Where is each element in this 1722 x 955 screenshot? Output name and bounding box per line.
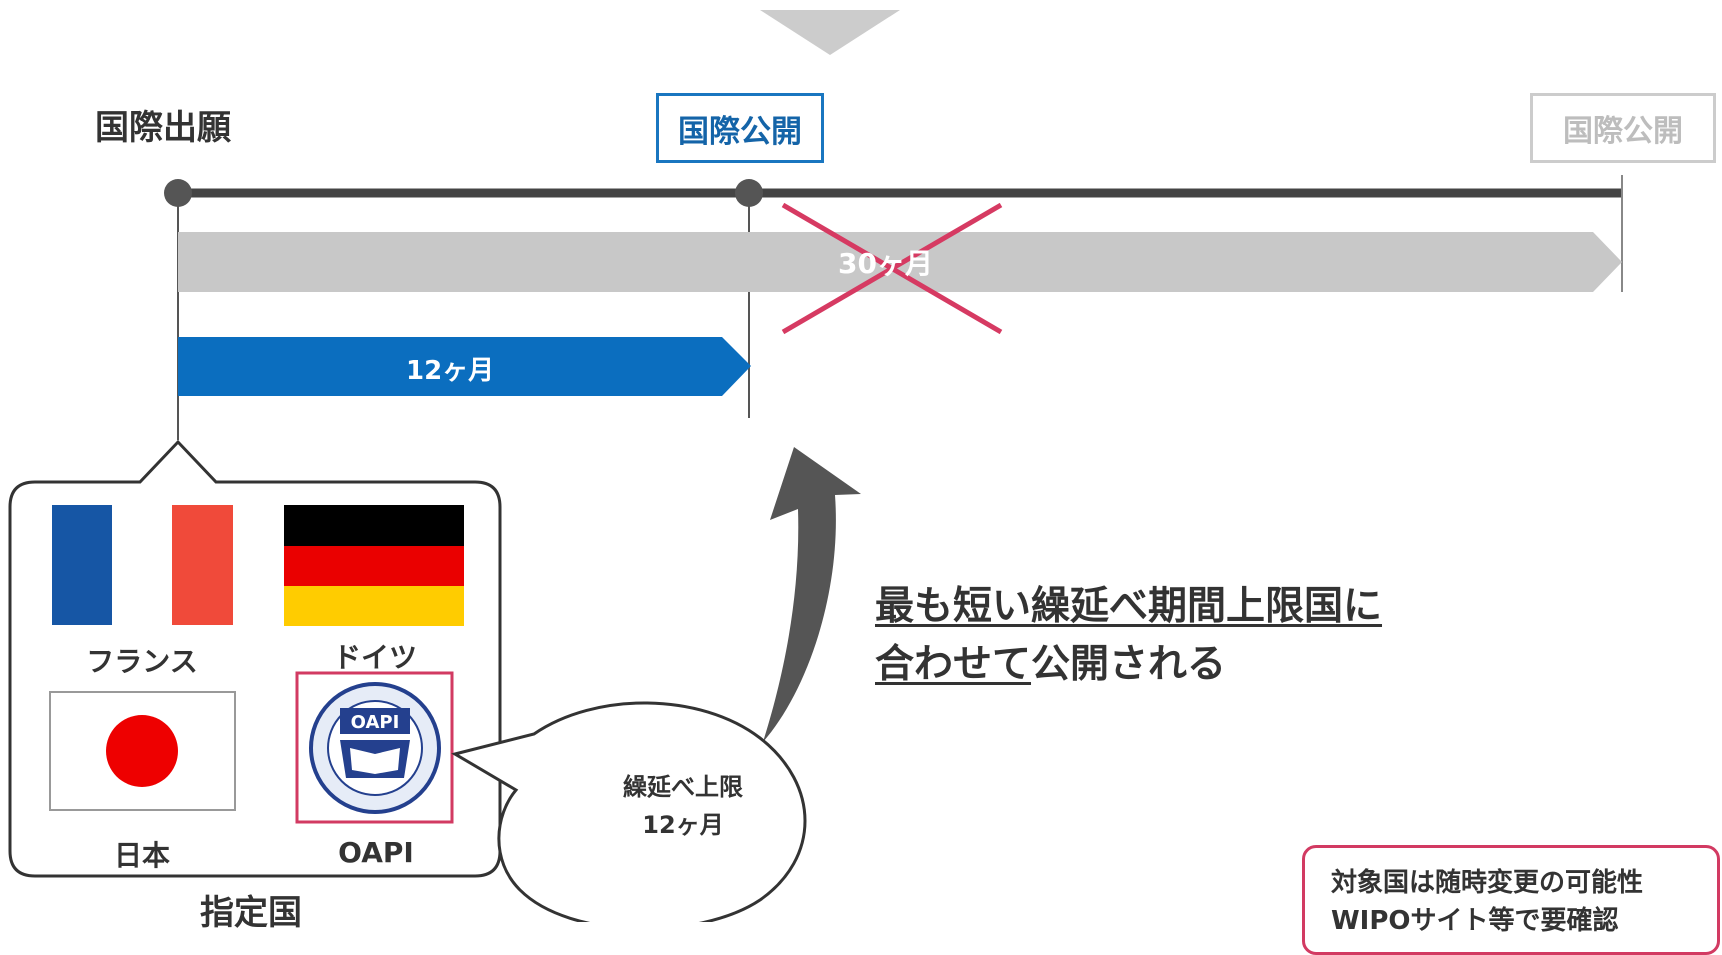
timeline-diagram — [8, 10, 1623, 922]
germany-flag — [284, 505, 464, 626]
oapi-emblem: OAPI — [309, 682, 441, 814]
curved-arrow — [763, 447, 861, 742]
country-name-oapi: OAPI — [338, 836, 414, 869]
note-line1: 最も短い繰延べ期間上限国に — [875, 584, 1383, 629]
japan-flag — [49, 691, 236, 811]
original-publication-label: 国際公開 — [1563, 114, 1683, 149]
publication-point — [735, 179, 763, 207]
deferral-limit-callout: 繰延べ上限 12ヶ月 — [578, 768, 788, 844]
oapi-logo-text: OAPI — [351, 712, 400, 733]
warning-note-box: 対象国は随時変更の可能性 WIPOサイト等で要確認 — [1302, 845, 1720, 955]
note-line2-rest: 公開される — [1031, 642, 1227, 687]
international-application-label: 国際出願 — [95, 108, 231, 148]
country-name-france: フランス — [86, 645, 198, 678]
application-point — [164, 179, 192, 207]
twelve-month-label: 12ヶ月 — [406, 356, 495, 386]
international-publication-label: 国際公開 — [678, 113, 802, 150]
warning-line1: 対象国は随時変更の可能性 — [1331, 868, 1644, 898]
country-name-germany: ドイツ — [332, 641, 417, 674]
callout-line1: 繰延べ上限 — [623, 773, 743, 801]
cross-out-mark — [781, 202, 1003, 335]
warning-line2: WIPOサイト等で要確認 — [1331, 906, 1619, 936]
twelve-month-bar — [178, 337, 751, 396]
callout-line2: 12ヶ月 — [642, 811, 724, 839]
original-publication-box: 国際公開 — [1530, 93, 1716, 163]
international-publication-box: 国際公開 — [656, 93, 824, 163]
france-flag — [52, 505, 233, 625]
thirty-month-label: 30ヶ月 — [838, 247, 933, 280]
country-name-japan: 日本 — [113, 839, 170, 872]
speech-bubble — [451, 701, 807, 922]
designated-countries-label: 指定国 — [200, 893, 302, 933]
note-line2-underlined: 合わせて — [875, 642, 1032, 687]
top-chevron-arrow — [760, 10, 900, 55]
shortest-deferral-note: 最も短い繰延べ期間上限国に 合わせて公開される — [875, 578, 1382, 694]
